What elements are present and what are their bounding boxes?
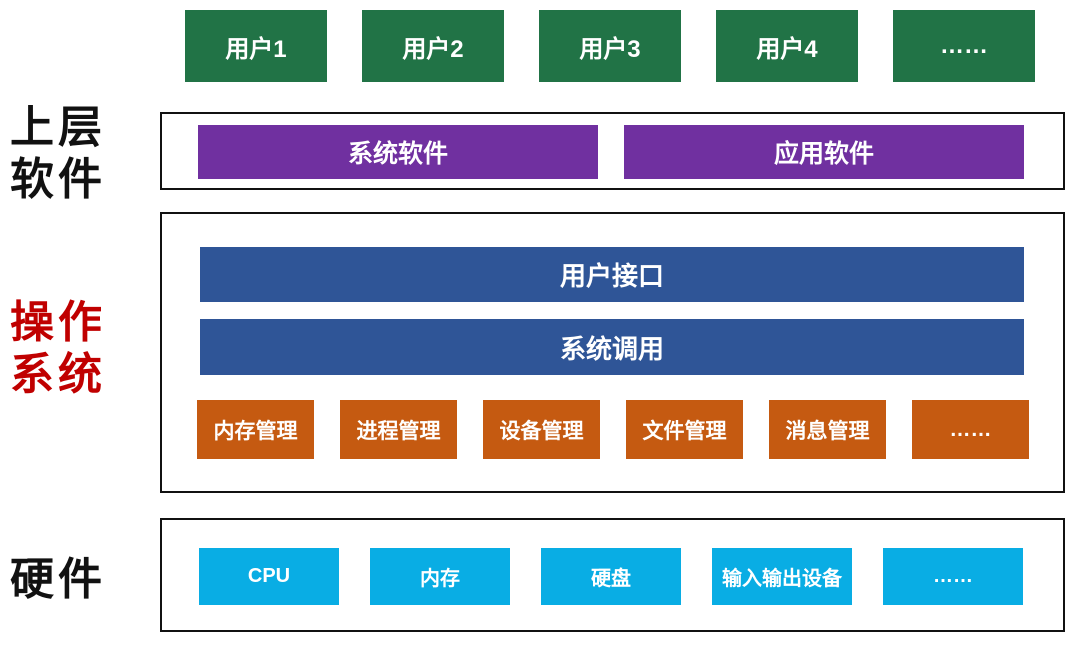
upper-software-frame: 系统软件应用软件: [160, 112, 1065, 190]
os-module-box: 进程管理: [340, 400, 457, 459]
user-box: 用户4: [716, 10, 858, 82]
software-box: 应用软件: [624, 125, 1024, 179]
user-row: 用户1 用户2 用户3 用户4 ……: [185, 10, 1035, 82]
hardware-box: 内存: [370, 548, 510, 605]
system-call-bar: 系统调用: [200, 319, 1024, 375]
os-module-box: 文件管理: [626, 400, 743, 459]
label-upper-software: 上层 软件: [10, 103, 106, 204]
operating-system-frame: 用户接口 系统调用 内存管理进程管理设备管理文件管理消息管理 ……: [160, 212, 1065, 493]
label-operating-system: 操作 系统: [10, 298, 106, 399]
user-box: ……: [893, 10, 1035, 82]
user-box: 用户1: [185, 10, 327, 82]
os-module-box: 内存管理: [197, 400, 314, 459]
user-interface-bar: 用户接口: [200, 247, 1024, 302]
hardware-box: CPU: [199, 548, 339, 605]
software-row: 系统软件应用软件: [198, 125, 1024, 179]
hardware-box: ……: [883, 548, 1023, 605]
os-module-row: 内存管理进程管理设备管理文件管理消息管理 ……: [197, 400, 1029, 459]
user-box: 用户2: [362, 10, 504, 82]
hardware-row: CPU 内存硬盘输入输出设备 ……: [199, 548, 1023, 605]
label-hardware: 硬件: [10, 555, 106, 604]
os-module-box: ……: [912, 400, 1029, 459]
os-module-box: 设备管理: [483, 400, 600, 459]
user-box: 用户3: [539, 10, 681, 82]
hardware-box: 输入输出设备: [712, 548, 852, 605]
hardware-frame: CPU 内存硬盘输入输出设备 ……: [160, 518, 1065, 632]
software-box: 系统软件: [198, 125, 598, 179]
hardware-box: 硬盘: [541, 548, 681, 605]
os-module-box: 消息管理: [769, 400, 886, 459]
